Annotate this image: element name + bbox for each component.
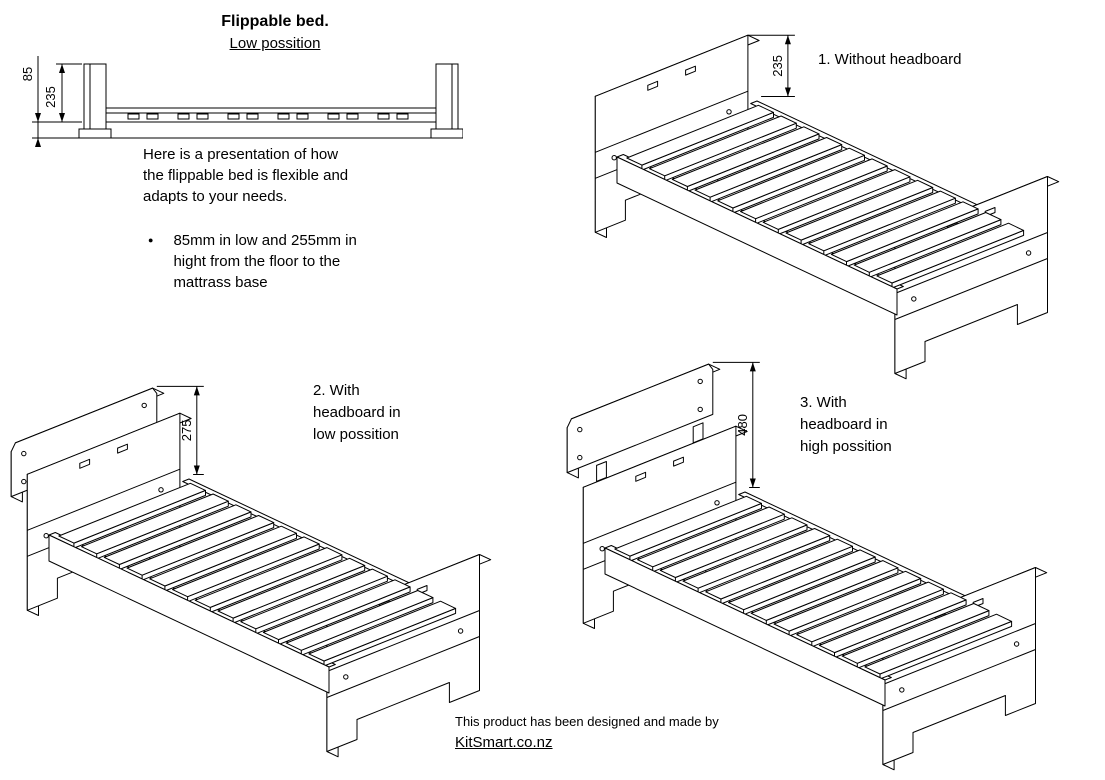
figure-3-label: 3. With headboard in high possition xyxy=(800,394,892,455)
bullet-icon: ● xyxy=(148,235,154,245)
bullet-item: ● 85mm in low and 255mm in hight from th… xyxy=(148,230,357,293)
side-view-drawing: 235 85 xyxy=(20,56,463,147)
footer-link[interactable]: KitSmart.co.nz xyxy=(455,734,553,751)
description-text: Here is a presentation of how the flippa… xyxy=(143,146,349,205)
title-block: Flippable bed. Low possition xyxy=(140,13,410,52)
bed-figure-1-drawing: 235 xyxy=(594,34,1060,380)
figure-1-label: 1. Without headboard xyxy=(818,51,962,68)
side-view-dimension-235: 235 xyxy=(43,86,58,108)
figure-1-dimension: 235 xyxy=(770,55,785,77)
page-subtitle: Low possition xyxy=(229,35,321,52)
bed-figure-2-drawing: 275 xyxy=(10,385,492,758)
bed-figure-3-drawing: 480 xyxy=(566,361,1048,771)
page-title: Flippable bed. xyxy=(221,13,329,30)
side-view-dimension-85: 85 xyxy=(20,67,35,81)
bullet-text: 85mm in low and 255mm in hight from the … xyxy=(173,232,357,291)
figure-2-dimension: 275 xyxy=(179,420,194,442)
figure-2-label: 2. With headboard in low possition xyxy=(313,382,401,443)
footer-credit: This product has been designed and made … xyxy=(455,714,719,729)
footer: This product has been designed and made … xyxy=(455,714,719,752)
figure-3-dimension: 480 xyxy=(735,414,750,436)
